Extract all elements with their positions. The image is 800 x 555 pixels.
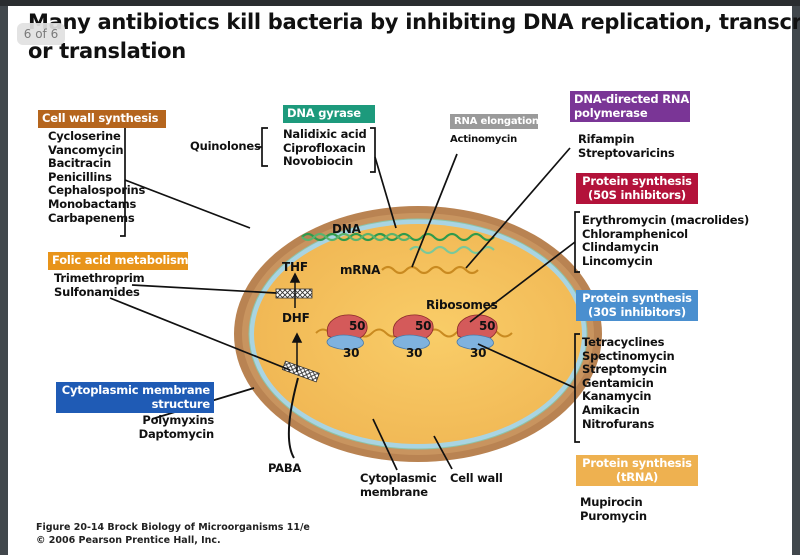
subunit-50-label: 50 <box>349 319 366 333</box>
protein-30s-drug-list: Tetracyclines Spectinomycin Streptomycin… <box>582 335 675 431</box>
header-line: Protein synthesis <box>582 291 692 305</box>
subunit-30-label: 30 <box>343 346 360 360</box>
thf-label: THF <box>282 260 308 274</box>
drug-item: Cycloserine <box>48 129 121 143</box>
header-line: DNA-directed RNA <box>574 92 690 106</box>
drug-item: Cephalosporins <box>48 183 146 198</box>
drug-item: Clindamycin <box>582 240 659 255</box>
drug-item: Nitrofurans <box>582 416 655 431</box>
ribosome-1 <box>326 314 368 350</box>
paba-label: PABA <box>268 461 302 475</box>
drug-item: Gentamicin <box>582 375 654 390</box>
header-line: (50S inhibitors) <box>588 187 686 202</box>
page-indicator-badge: 6 of 6 <box>17 23 65 45</box>
viewer-scrollbar[interactable] <box>792 6 800 555</box>
viewer-left-edge <box>0 6 8 555</box>
drug-item: Amikacin <box>582 402 640 417</box>
drug-item: Mupirocin <box>580 495 643 509</box>
protein-30s-header: Protein synthesis (30S inhibitors) <box>576 290 698 321</box>
drug-item: Chloramphenicol <box>582 226 688 241</box>
cell-wall-label: Cell wall <box>450 471 503 485</box>
drug-item: Actinomycin <box>450 134 518 145</box>
folic-acid-drug-list: Trimethroprim Sulfonamides <box>54 271 145 299</box>
drug-item: Streptovaricins <box>578 145 675 160</box>
dna-label: DNA <box>332 222 361 236</box>
protein-trna-header: Protein synthesis (tRNA) <box>576 455 698 486</box>
rna-elongation-drug-list: Actinomycin <box>450 133 517 147</box>
drug-item: Spectinomycin <box>582 348 675 363</box>
header-line: structure <box>151 396 211 411</box>
protein-trna-drug-list: Mupirocin Puromycin <box>580 495 647 523</box>
cytoplasmic-membrane-label: Cytoplasmic membrane <box>360 471 437 499</box>
slide-title-line2: or translation <box>28 39 186 63</box>
header-line: Protein synthesis <box>582 456 692 470</box>
membrane-structure-header: Cytoplasmic membrane structure <box>56 382 214 413</box>
folate-arrows <box>287 272 303 459</box>
drug-item: Daptomycin <box>138 426 215 441</box>
dhf-blocker-enzyme <box>281 360 320 383</box>
drug-item: Rifampin <box>578 132 635 146</box>
dhf-label: DHF <box>282 311 310 325</box>
drug-item: Novobiocin <box>283 154 353 169</box>
label-line: membrane <box>360 484 428 499</box>
ribosomes-label: Ribosomes <box>426 298 498 312</box>
protein-50s-header: Protein synthesis (50S inhibitors) <box>576 173 698 204</box>
subunit-30-label: 30 <box>406 346 423 360</box>
ribosome-3 <box>456 314 498 350</box>
mrna-strand <box>381 265 479 275</box>
drug-item: Puromycin <box>580 508 647 523</box>
drug-item: Trimethroprim <box>54 271 145 285</box>
cell-wall-synthesis-header: Cell wall synthesis <box>38 110 166 128</box>
drug-item: Sulfonamides <box>54 284 140 299</box>
caption-line: © 2006 Pearson Prentice Hall, Inc. <box>36 534 221 546</box>
dna-gyrase-drug-list: Nalidixic acid Ciprofloxacin Novobiocin <box>283 127 367 169</box>
protein-50s-drug-list: Erythromycin (macrolides) Chloramphenico… <box>582 213 750 268</box>
subunit-50-label: 50 <box>479 319 496 333</box>
drug-item: Monobactams <box>48 196 137 211</box>
rna-polymerase-drug-list: Rifampin Streptovaricins <box>578 132 675 160</box>
thf-blocker-enzyme <box>275 288 313 299</box>
drug-item: Nalidixic acid <box>283 127 367 141</box>
drug-item: Ciprofloxacin <box>283 140 366 155</box>
rna-elongation-header: RNA elongation <box>450 114 539 129</box>
dna-gyrase-header: DNA gyrase <box>283 105 375 123</box>
drug-item: Erythromycin (macrolides) <box>582 213 750 227</box>
drug-item: Tetracyclines <box>582 335 665 349</box>
drug-item: Lincomycin <box>582 253 653 268</box>
header-line: Protein synthesis <box>582 174 692 188</box>
cell-wall-drug-list: Cycloserine Vancomycin Bacitracin Penici… <box>48 129 146 225</box>
header-line: Cytoplasmic membrane <box>61 383 210 397</box>
leader-lines <box>109 121 580 471</box>
drug-item: Bacitracin <box>48 156 112 171</box>
drug-item: Streptomycin <box>582 362 667 377</box>
drug-item: Polymyxins <box>142 413 214 427</box>
mrna-label: mRNA <box>340 263 381 277</box>
drug-item: Vancomycin <box>48 142 124 157</box>
drug-item: Carbapenems <box>48 210 135 225</box>
figure-caption: Figure 20-14 Brock Biology of Microorgan… <box>36 522 310 547</box>
label-line: Cytoplasmic <box>360 471 437 485</box>
drug-item: Kanamycin <box>582 389 652 404</box>
slide-title: Many antibiotics kill bacteria by inhibi… <box>28 8 800 66</box>
subunit-50-label: 50 <box>415 319 432 333</box>
slide-title-line1: Many antibiotics kill bacteria by inhibi… <box>28 10 800 34</box>
header-line: (tRNA) <box>615 469 659 484</box>
folic-acid-header: Folic acid metabolism <box>48 252 189 270</box>
subunit-30-label: 30 <box>470 346 487 360</box>
header-line: (30S inhibitors) <box>588 304 686 319</box>
ribosome-2 <box>392 314 434 350</box>
header-line: polymerase <box>574 105 648 120</box>
caption-line: Figure 20-14 Brock Biology of Microorgan… <box>36 522 310 533</box>
membrane-drug-list: Polymyxins Daptomycin <box>118 413 215 441</box>
rna-polymerase-header: DNA-directed RNA polymerase <box>570 91 690 122</box>
quinolones-label: Quinolones <box>190 139 261 153</box>
viewer-top-bar <box>0 0 800 6</box>
drug-item: Penicillins <box>48 169 112 184</box>
